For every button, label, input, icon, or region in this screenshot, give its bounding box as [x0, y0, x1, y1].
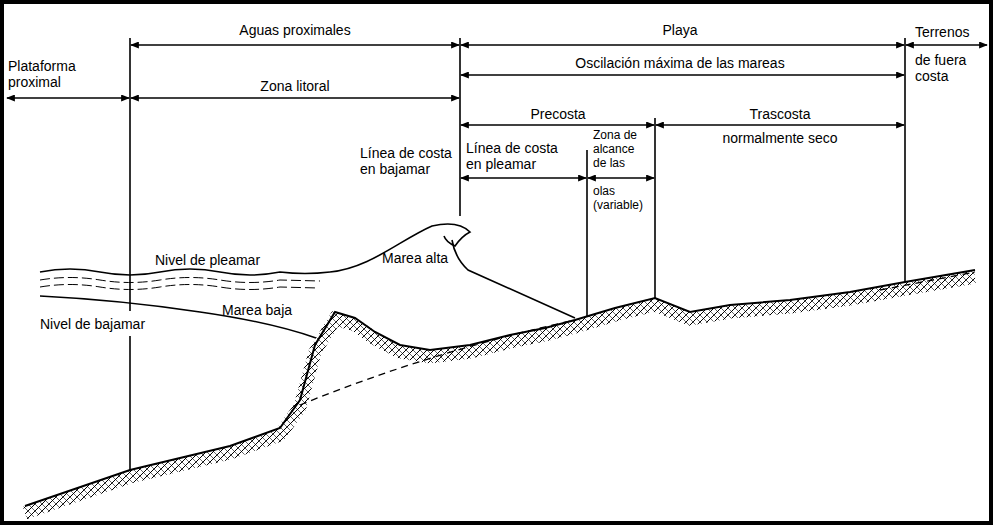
smoothed-profile — [880, 272, 975, 290]
text-label: Nivel de pleamar — [155, 252, 260, 268]
water-line — [40, 285, 318, 290]
dimension-arrow — [461, 177, 586, 178]
dimension-arrow — [588, 177, 654, 178]
ground-profile — [25, 270, 975, 506]
dimension-arrow — [131, 44, 459, 45]
text-label: Línea de costa en pleamar — [466, 140, 566, 172]
text-label: Aguas proximales — [239, 22, 350, 38]
low-tide-surface — [40, 296, 316, 338]
dimension-arrow — [656, 124, 904, 125]
text-label: Línea de costa en bajamar — [360, 145, 456, 177]
dimension-arrow — [7, 97, 129, 98]
text-label: Playa — [662, 22, 697, 38]
dimension-arrow — [906, 44, 987, 45]
text-label: Nivel de bajamar — [40, 316, 145, 332]
dimension-arrow — [461, 124, 654, 125]
breaking-wave — [330, 224, 470, 272]
text-label: Oscilación máxima de las mareas — [575, 55, 784, 71]
dimension-arrows — [7, 45, 987, 178]
text-label: Zona de alcance de las — [593, 128, 651, 170]
text-label: Zona litoral — [260, 78, 329, 94]
text-label: Terrenos — [915, 24, 969, 40]
high-tide-surface — [452, 240, 575, 318]
dimension-arrow — [131, 97, 459, 98]
text-label: Trascosta — [750, 106, 811, 122]
dimension-arrow — [461, 44, 904, 45]
water-line — [40, 278, 320, 283]
text-label: olas (variable) — [593, 184, 651, 212]
text-label: Marea baja — [222, 302, 292, 318]
high-tide-surface — [40, 269, 330, 275]
ground-hatching — [25, 277, 975, 513]
text-label: Marea alta — [382, 250, 448, 266]
text-label: Precosta — [530, 106, 585, 122]
text-label: Plataforma proximal — [8, 58, 90, 90]
dimension-arrow — [461, 74, 904, 75]
text-label: de fuera costa — [915, 52, 985, 84]
reference-lines — [130, 38, 905, 470]
text-label: normalmente seco — [722, 130, 837, 146]
smoothed-profile — [300, 320, 575, 405]
